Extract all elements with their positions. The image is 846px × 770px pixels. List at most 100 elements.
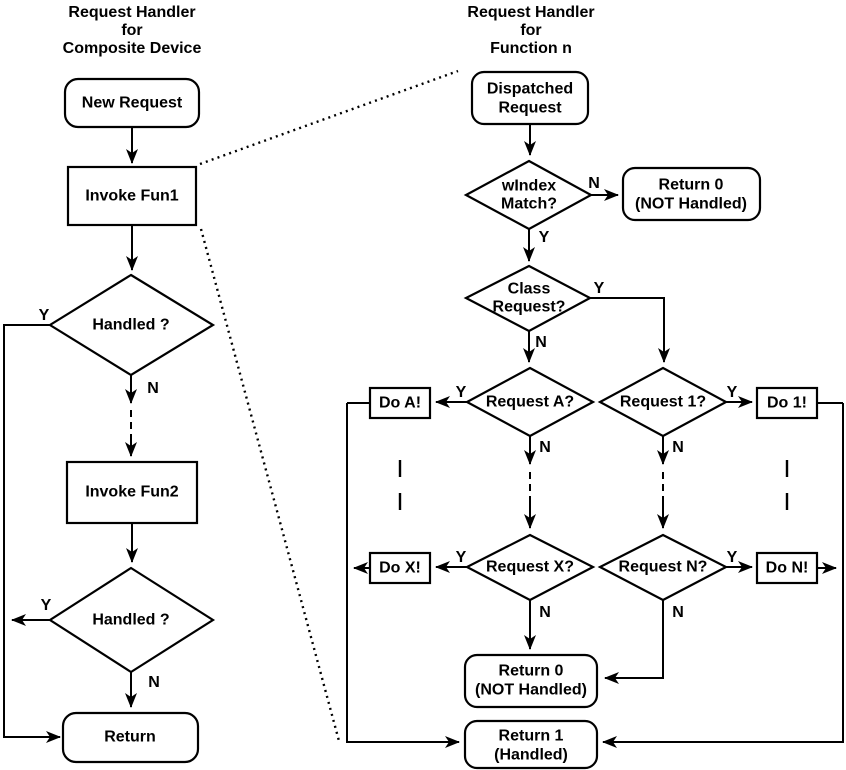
return0-bottom-line1: Return 0 [499, 663, 564, 680]
class-request-diamond [463, 264, 593, 333]
new-request-label: New Request [82, 95, 183, 112]
node-dispatched-request: Dispatched Request [470, 70, 590, 126]
do-n-box [755, 551, 819, 585]
expansion-connector-top [199, 69, 459, 166]
do-1-label: Do 1! [767, 395, 807, 412]
left-title-line1: Request Handler [68, 4, 195, 21]
edge-requestn-no-to-return0b [604, 600, 664, 684]
left-flowchart: Request Handler for Composite Device New… [39, 4, 216, 764]
expansion-connector-bottom [199, 228, 341, 742]
request-n-no-label: N [672, 604, 684, 621]
request-n-diamond [597, 533, 729, 602]
decision-request-1: Request 1? [597, 366, 729, 438]
return-box [61, 711, 200, 764]
decision-windex-match: wIndex Match? [463, 159, 594, 231]
do-n-label: Do N! [766, 560, 809, 577]
do-1-box [755, 386, 819, 420]
edge-handled1-yes-to-return [3, 324, 61, 743]
request-a-yes-label: Y [456, 384, 467, 401]
left-title-line3: Composite Device [63, 40, 202, 57]
handled2-label: Handled ? [92, 612, 169, 629]
node-do-n: Do N! [755, 551, 819, 585]
class-no-label: N [535, 334, 547, 351]
windex-match-diamond [463, 159, 594, 231]
request-1-diamond [597, 366, 729, 438]
handled1-diamond [47, 273, 216, 377]
request-a-diamond [464, 366, 596, 438]
node-new-request: New Request [63, 77, 201, 129]
left-title-line2: for [121, 22, 142, 39]
left-diagram-title: Request Handler for Composite Device [63, 4, 202, 57]
windex-match-line1: wIndex [501, 178, 556, 195]
handled2-diamond [47, 566, 216, 674]
request-x-no-label: N [539, 604, 551, 621]
do-x-box [368, 551, 432, 585]
invoke-fun1-box [66, 165, 198, 227]
request-a-label: Request A? [486, 394, 574, 411]
return0-bottom-box [463, 653, 599, 709]
handled1-label: Handled ? [92, 317, 169, 334]
right-title-line1: Request Handler [467, 4, 594, 21]
windex-yes-label: Y [539, 229, 550, 246]
return0-top-box [621, 166, 762, 222]
return0-top-line2: (NOT Handled) [635, 196, 747, 213]
edge-class-yes-to-request1 [590, 297, 670, 363]
node-return0-top: Return 0 (NOT Handled) [621, 166, 762, 222]
windex-no-label: N [588, 175, 600, 192]
handled1-no-label: N [147, 380, 159, 397]
right-title-line2: for [520, 22, 541, 39]
do-x-label: Do X! [379, 560, 421, 577]
request-n-label: Request N? [619, 559, 708, 576]
request-1-label: Request 1? [620, 394, 706, 411]
windex-match-line2: Match? [501, 196, 557, 213]
node-return1: Return 1 (Handled) [463, 719, 599, 770]
node-do-a: Do A! [368, 386, 432, 420]
node-return: Return [61, 711, 200, 764]
right-diagram-title: Request Handler for Function n [467, 4, 594, 57]
dispatched-request-line2: Request [498, 100, 562, 117]
invoke-fun2-label: Invoke Fun2 [85, 484, 178, 501]
decision-handled-1: Handled ? [47, 273, 216, 377]
decision-handled-2: Handled ? [47, 566, 216, 674]
return1-box [463, 719, 599, 770]
node-do-x: Do X! [368, 551, 432, 585]
request-a-no-label: N [539, 439, 551, 456]
continuation-marks [398, 460, 789, 510]
node-return0-bottom: Return 0 (NOT Handled) [463, 653, 599, 709]
edge-rightrail-to-return1 [602, 403, 844, 748]
do-a-box [368, 386, 432, 420]
right-title-line3: Function n [490, 40, 572, 57]
invoke-fun1-label: Invoke Fun1 [85, 188, 178, 205]
handled2-no-label: N [148, 674, 160, 691]
node-invoke-fun2: Invoke Fun2 [65, 460, 199, 525]
request-1-yes-label: Y [727, 384, 738, 401]
invoke-fun2-box [65, 460, 199, 525]
return1-line2: (Handled) [494, 747, 568, 764]
node-invoke-fun1: Invoke Fun1 [66, 165, 198, 227]
return1-line1: Return 1 [499, 728, 564, 745]
edges [3, 124, 844, 748]
return0-top-line1: Return 0 [659, 177, 724, 194]
dispatched-request-line1: Dispatched [487, 81, 573, 98]
request-1-no-label: N [672, 439, 684, 456]
handled2-yes-label: Y [41, 597, 52, 614]
decision-request-a: Request A? [464, 366, 596, 438]
edge-leftrail-to-return1 [346, 403, 460, 748]
class-request-line2: Request? [493, 299, 566, 316]
return0-bottom-line2: (NOT Handled) [475, 682, 587, 699]
decision-class-request: Class Request? [463, 264, 593, 333]
handled1-yes-label: Y [39, 307, 50, 324]
new-request-box [63, 77, 201, 129]
decision-request-x: Request X? [464, 533, 596, 602]
node-do-1: Do 1! [755, 386, 819, 420]
decision-request-n: Request N? [597, 533, 729, 602]
request-x-label: Request X? [486, 559, 574, 576]
request-n-yes-label: Y [727, 549, 738, 566]
request-x-yes-label: Y [456, 549, 467, 566]
class-yes-label: Y [594, 280, 605, 297]
request-x-diamond [464, 533, 596, 602]
dispatched-request-box [470, 70, 590, 126]
right-flowchart: Request Handler for Function n Dispatche… [368, 4, 819, 770]
do-a-label: Do A! [379, 395, 421, 412]
